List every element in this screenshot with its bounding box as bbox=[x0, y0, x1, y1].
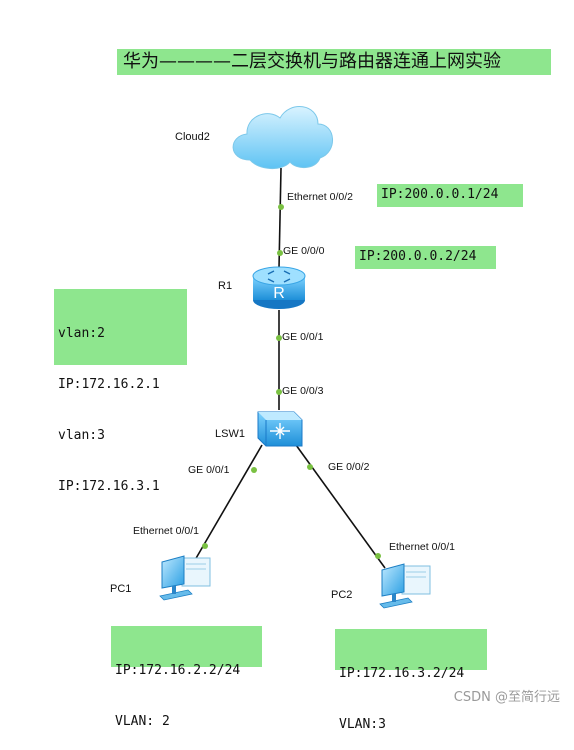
note-pc1: IP:172.16.2.2/24 VLAN: 2 bbox=[111, 626, 262, 729]
svg-text:R: R bbox=[273, 285, 285, 302]
diagram-title: 华为————二层交换机与路由器连通上网实验 bbox=[117, 49, 551, 75]
link-sw-pc1 bbox=[194, 444, 263, 561]
port-dot-sw-ge3 bbox=[276, 389, 282, 395]
switch-label: LSW1 bbox=[215, 428, 245, 440]
port-dot-r1-ge0 bbox=[277, 250, 283, 256]
port-label-cloud-eth: Ethernet 0/0/2 bbox=[287, 191, 353, 203]
cloud-icon bbox=[232, 106, 333, 169]
note-vlan-line: IP:172.16.3.1 bbox=[58, 479, 160, 494]
port-label-pc1-eth: Ethernet 0/0/1 bbox=[133, 525, 199, 537]
port-label-sw-ge3: GE 0/0/3 bbox=[282, 385, 324, 397]
port-dot-pc1 bbox=[202, 543, 208, 549]
note-vlan-line: IP:172.16.2.1 bbox=[58, 377, 160, 392]
note-pc2-ip: IP:172.16.3.2/24 bbox=[339, 666, 465, 681]
topology-canvas: R bbox=[159, 106, 431, 609]
pc2-icon bbox=[379, 563, 431, 609]
port-dot-r1-ge1 bbox=[276, 335, 282, 341]
pc1-icon bbox=[159, 555, 211, 601]
port-dot-sw-ge2 bbox=[307, 464, 313, 470]
router-label: R1 bbox=[218, 280, 233, 292]
pc1-label: PC1 bbox=[110, 583, 132, 595]
note-vlan-config: vlan:2 IP:172.16.2.1 vlan:3 IP:172.16.3.… bbox=[54, 289, 187, 494]
port-dot-sw-ge1 bbox=[251, 467, 257, 473]
port-label-r1-ge0: GE 0/0/0 bbox=[283, 245, 325, 257]
port-label-pc2-eth: Ethernet 0/0/1 bbox=[389, 541, 455, 553]
port-dot-pc2 bbox=[375, 553, 381, 559]
note-pc1-ip: IP:172.16.2.2/24 bbox=[115, 663, 241, 678]
port-dot-cloud bbox=[278, 204, 284, 210]
note-pc1-vlan: VLAN: 2 bbox=[115, 714, 170, 729]
note-vlan-line: vlan:3 bbox=[58, 428, 105, 443]
port-label-sw-ge2: GE 0/0/2 bbox=[328, 461, 370, 473]
note-r1-ip: IP:200.0.0.2/24 bbox=[355, 246, 496, 269]
switch-icon bbox=[257, 411, 303, 447]
note-pc2-vlan: VLAN:3 bbox=[339, 717, 386, 732]
note-pc2: IP:172.16.3.2/24 VLAN:3 bbox=[335, 629, 487, 732]
note-vlan-line: vlan:2 bbox=[58, 326, 105, 341]
pc2-label: PC2 bbox=[331, 589, 353, 601]
port-label-sw-ge1: GE 0/0/1 bbox=[188, 464, 230, 476]
cloud-label: Cloud2 bbox=[175, 131, 210, 143]
router-icon: R bbox=[252, 266, 306, 309]
watermark: CSDN @至简行远 bbox=[453, 690, 560, 705]
note-cloud-ip: IP:200.0.0.1/24 bbox=[377, 184, 523, 207]
port-label-r1-ge1: GE 0/0/1 bbox=[282, 331, 324, 343]
